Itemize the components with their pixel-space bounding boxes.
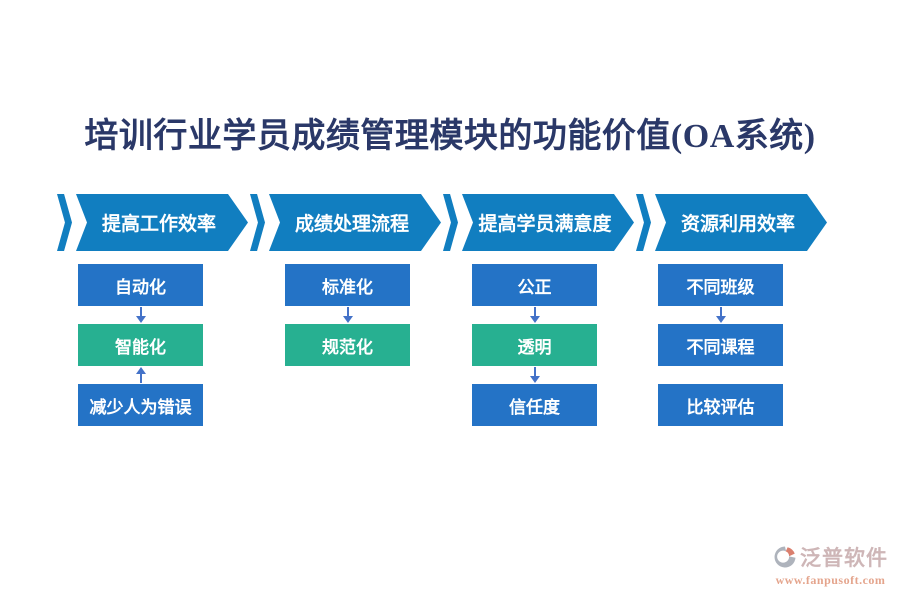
watermark-url: www.fanpusoft.com [775,573,886,587]
flow-box: 减少人为错误 [78,384,203,426]
flow-box: 标准化 [285,264,410,306]
banner-label: 资源利用效率 [655,194,827,251]
chevron-right-icon [443,194,458,251]
banner-label: 提高学员满意度 [462,194,634,251]
page-title: 培训行业学员成绩管理模块的功能价值(OA系统) [84,118,816,155]
chevron-right-icon [57,194,72,251]
banner-resource-efficiency: 资源利用效率 [636,194,827,251]
connector-spacer [658,366,783,384]
arrow-down-icon [658,306,783,324]
arrow-down-icon [78,306,203,324]
flow-box: 智能化 [78,324,203,366]
flow-box: 公正 [472,264,597,306]
column-work-efficiency: 自动化 智能化 减少人为错误 [78,264,203,426]
flow-box: 不同班级 [658,264,783,306]
banner-row: 提高工作效率 成绩处理流程 提高学员满意度 资源利用效率 [57,194,827,251]
flow-box: 信任度 [472,384,597,426]
watermark: 泛普软件 www.fanpusoft.com [773,542,888,588]
column-student-satisfaction: 公正 透明 信任度 [472,264,597,426]
arrow-down-icon [472,306,597,324]
arrow-down-icon [472,366,597,384]
banner-label: 成绩处理流程 [269,194,441,251]
flow-box: 规范化 [285,324,410,366]
watermark-brand: 泛普软件 [800,546,888,570]
flow-box: 不同课程 [658,324,783,366]
column-score-process: 标准化 规范化 [285,264,410,366]
banner-score-process: 成绩处理流程 [250,194,441,251]
column-resource-efficiency: 不同班级 不同课程 比较评估 [658,264,783,426]
fanpu-logo-icon [774,546,796,568]
banner-label: 提高工作效率 [76,194,248,251]
chevron-right-icon [250,194,265,251]
arrow-up-icon [78,366,203,384]
banner-work-efficiency: 提高工作效率 [57,194,248,251]
flow-box: 透明 [472,324,597,366]
chevron-right-icon [636,194,651,251]
banner-student-satisfaction: 提高学员满意度 [443,194,634,251]
arrow-down-icon [285,306,410,324]
flow-box: 比较评估 [658,384,783,426]
flow-box: 自动化 [78,264,203,306]
